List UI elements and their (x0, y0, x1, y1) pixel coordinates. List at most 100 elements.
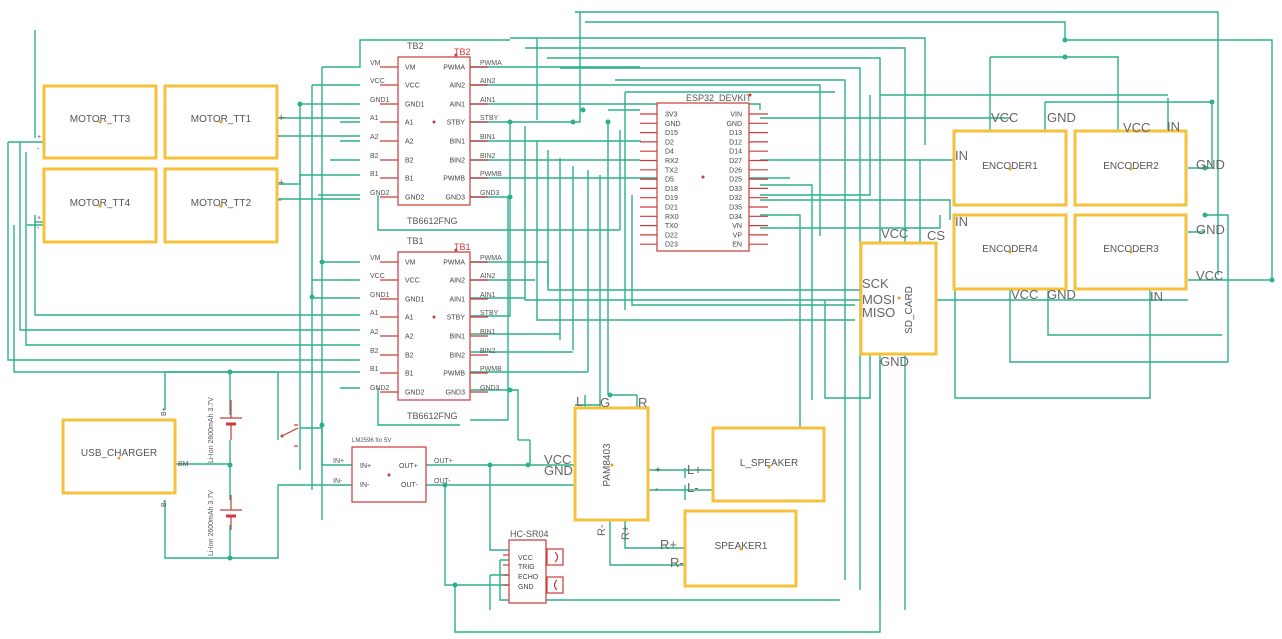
wires (7, 11, 1273, 633)
tb2-net-r: PWMB (480, 171, 502, 178)
tb2-net-l: B1 (370, 171, 379, 178)
tb2-pin-label-r: PWMA (443, 65, 465, 72)
tb1-pin-label-r: STBY (447, 315, 466, 322)
tb2-pin-label-l: GND1 (405, 102, 425, 109)
battery-top: Li-Ion 2600mAh 3.7V (208, 397, 242, 463)
tb2-net-r: PWMA (480, 60, 502, 67)
svg-text:SCK: SCK (862, 276, 889, 291)
svg-text:R-: R- (596, 524, 608, 536)
motor-tt4[interactable]: MOTOR_TT4 + - (37, 167, 158, 244)
tb2-pin-label-l: B2 (405, 158, 414, 165)
svg-text:-: - (655, 484, 658, 495)
encoder3[interactable]: ENCODER3 GND VCC IN (1073, 213, 1225, 304)
tb1-net-l: A2 (370, 329, 379, 336)
tb1-pin-label-l: A2 (405, 334, 414, 341)
encoder3-label: ENCODER3 (1103, 244, 1159, 255)
tb1-pin-label-l: VM (405, 260, 416, 267)
tb2-net-r: STBY (480, 115, 499, 122)
tb2-net-l: VM (370, 60, 381, 67)
svg-text:VCC: VCC (518, 555, 533, 562)
usb-charger[interactable]: USB_CHARGER B+ BM B- (61, 407, 189, 507)
svg-text:IN-: IN- (360, 482, 370, 489)
hcsr04-ref: HC-SR04 (510, 529, 549, 539)
lm2596-title: LM2596 for 5V (352, 438, 391, 444)
esp32-pin-label-l: GND (665, 121, 681, 128)
esp32-pin-label-l: D19 (665, 195, 678, 202)
tb1-net-l: VCC (370, 273, 385, 280)
esp32-pin-label-l: D18 (665, 186, 678, 193)
tb2-net-r: BIN2 (480, 153, 496, 160)
esp32-pin-label-r: GND (726, 121, 742, 128)
encoder2-label: ENCODER2 (1103, 161, 1159, 172)
motor-tt3[interactable]: MOTOR_TT3 + - (37, 84, 158, 160)
tb1-pin-label-r: BIN1 (449, 334, 465, 341)
esp32-pin-label-r: VN (732, 223, 742, 230)
esp32-pin-label-l: D22 (665, 232, 678, 239)
svg-text:R+: R+ (660, 537, 677, 552)
tb1-pin-label-l: GND1 (405, 297, 425, 304)
tb1-net-r: AIN2 (480, 273, 496, 280)
tb2-pin-label-r: BIN2 (449, 158, 465, 165)
encoder4[interactable]: ENCODER4 IN VCC GND (952, 213, 1076, 302)
svg-text:OUT-: OUT- (401, 482, 418, 489)
esp32-pin-label-r: D27 (729, 158, 742, 165)
svg-text:L: L (576, 394, 583, 409)
svg-text:OUT-: OUT- (434, 478, 451, 485)
pam8403[interactable]: PAM8403 L G R VCC GND + - R- R+ L+ L- (544, 394, 702, 540)
hc-sr04[interactable]: HC-SR04 VCC TRIG ECHO GND (503, 529, 564, 604)
battery-top-label: Li-Ion 2600mAh 3.7V (208, 397, 215, 463)
svg-text:+: + (278, 177, 284, 189)
motor-tt1[interactable]: MOTOR_TT1 + - (163, 84, 284, 160)
svg-text:VCC: VCC (1123, 120, 1150, 135)
tb2-ref-red: TB2 (454, 47, 471, 57)
svg-text:GND: GND (1047, 110, 1076, 125)
svg-text:VCC: VCC (991, 110, 1018, 125)
tb1-net-l: A1 (370, 310, 379, 317)
svg-text:L-: L- (687, 480, 699, 495)
svg-text:G: G (600, 395, 610, 410)
sd-card[interactable]: SD_CARD VCC CS SCK MOSI MISO GND (859, 226, 945, 369)
svg-text:-: - (278, 130, 282, 142)
tb1-net-r: STBY (480, 310, 499, 317)
tb1-net-l: GND2 (370, 385, 390, 392)
svg-text:-: - (37, 225, 40, 232)
tb1-ref: TB1 (407, 236, 424, 246)
tb1-pin-label-r: PWMB (443, 371, 465, 378)
speaker1[interactable]: SPEAKER1 R+ R- (660, 509, 798, 588)
svg-text:R: R (638, 395, 647, 410)
esp32-pin-label-r: D33 (729, 186, 742, 193)
motor-tt2[interactable]: MOTOR_TT2 + - (163, 167, 284, 244)
power-switch[interactable] (280, 424, 299, 447)
tb1-pin-label-r: AIN1 (449, 297, 465, 304)
svg-text:IN+: IN+ (360, 463, 371, 470)
tb2-value: TB6612FNG (407, 216, 458, 226)
tb2-pin-label-r: GND3 (446, 195, 466, 202)
lm2596-module[interactable]: LM2596 for 5V IN+ IN- OUT+ OUT- IN+ IN- … (333, 438, 453, 503)
svg-text:GND: GND (880, 354, 909, 369)
tb1-net-l: VM (370, 255, 381, 262)
esp32-pin-label-l: D5 (665, 177, 674, 184)
tb2-pin-label-r: AIN2 (449, 83, 465, 90)
encoder1-label: ENCODER1 (982, 161, 1038, 172)
tb2-net-r: AIN1 (480, 97, 496, 104)
svg-text:VCC: VCC (1196, 268, 1223, 283)
encoder1[interactable]: ENCODER1 VCC GND IN (952, 110, 1076, 207)
esp32-pin-label-l: TX2 (665, 167, 678, 174)
speaker1-label: SPEAKER1 (715, 541, 768, 552)
svg-text:VCC: VCC (1011, 287, 1038, 302)
tb1-net-r: PWMB (480, 366, 502, 373)
tb1-net-l: B2 (370, 348, 379, 355)
esp32-pin-label-r: D32 (729, 195, 742, 202)
svg-text:GND: GND (1196, 222, 1225, 237)
esp32-pin-label-l: D4 (665, 149, 674, 156)
l-speaker[interactable]: L_SPEAKER (711, 426, 826, 503)
encoder2[interactable]: ENCODER2 VCC IN GND (1073, 119, 1225, 207)
tb2-net-r: GND3 (480, 190, 500, 197)
esp32-pin-label-r: D34 (729, 214, 742, 221)
tb2-net-r: BIN1 (480, 134, 496, 141)
usb-charger-label: USB_CHARGER (81, 448, 157, 459)
